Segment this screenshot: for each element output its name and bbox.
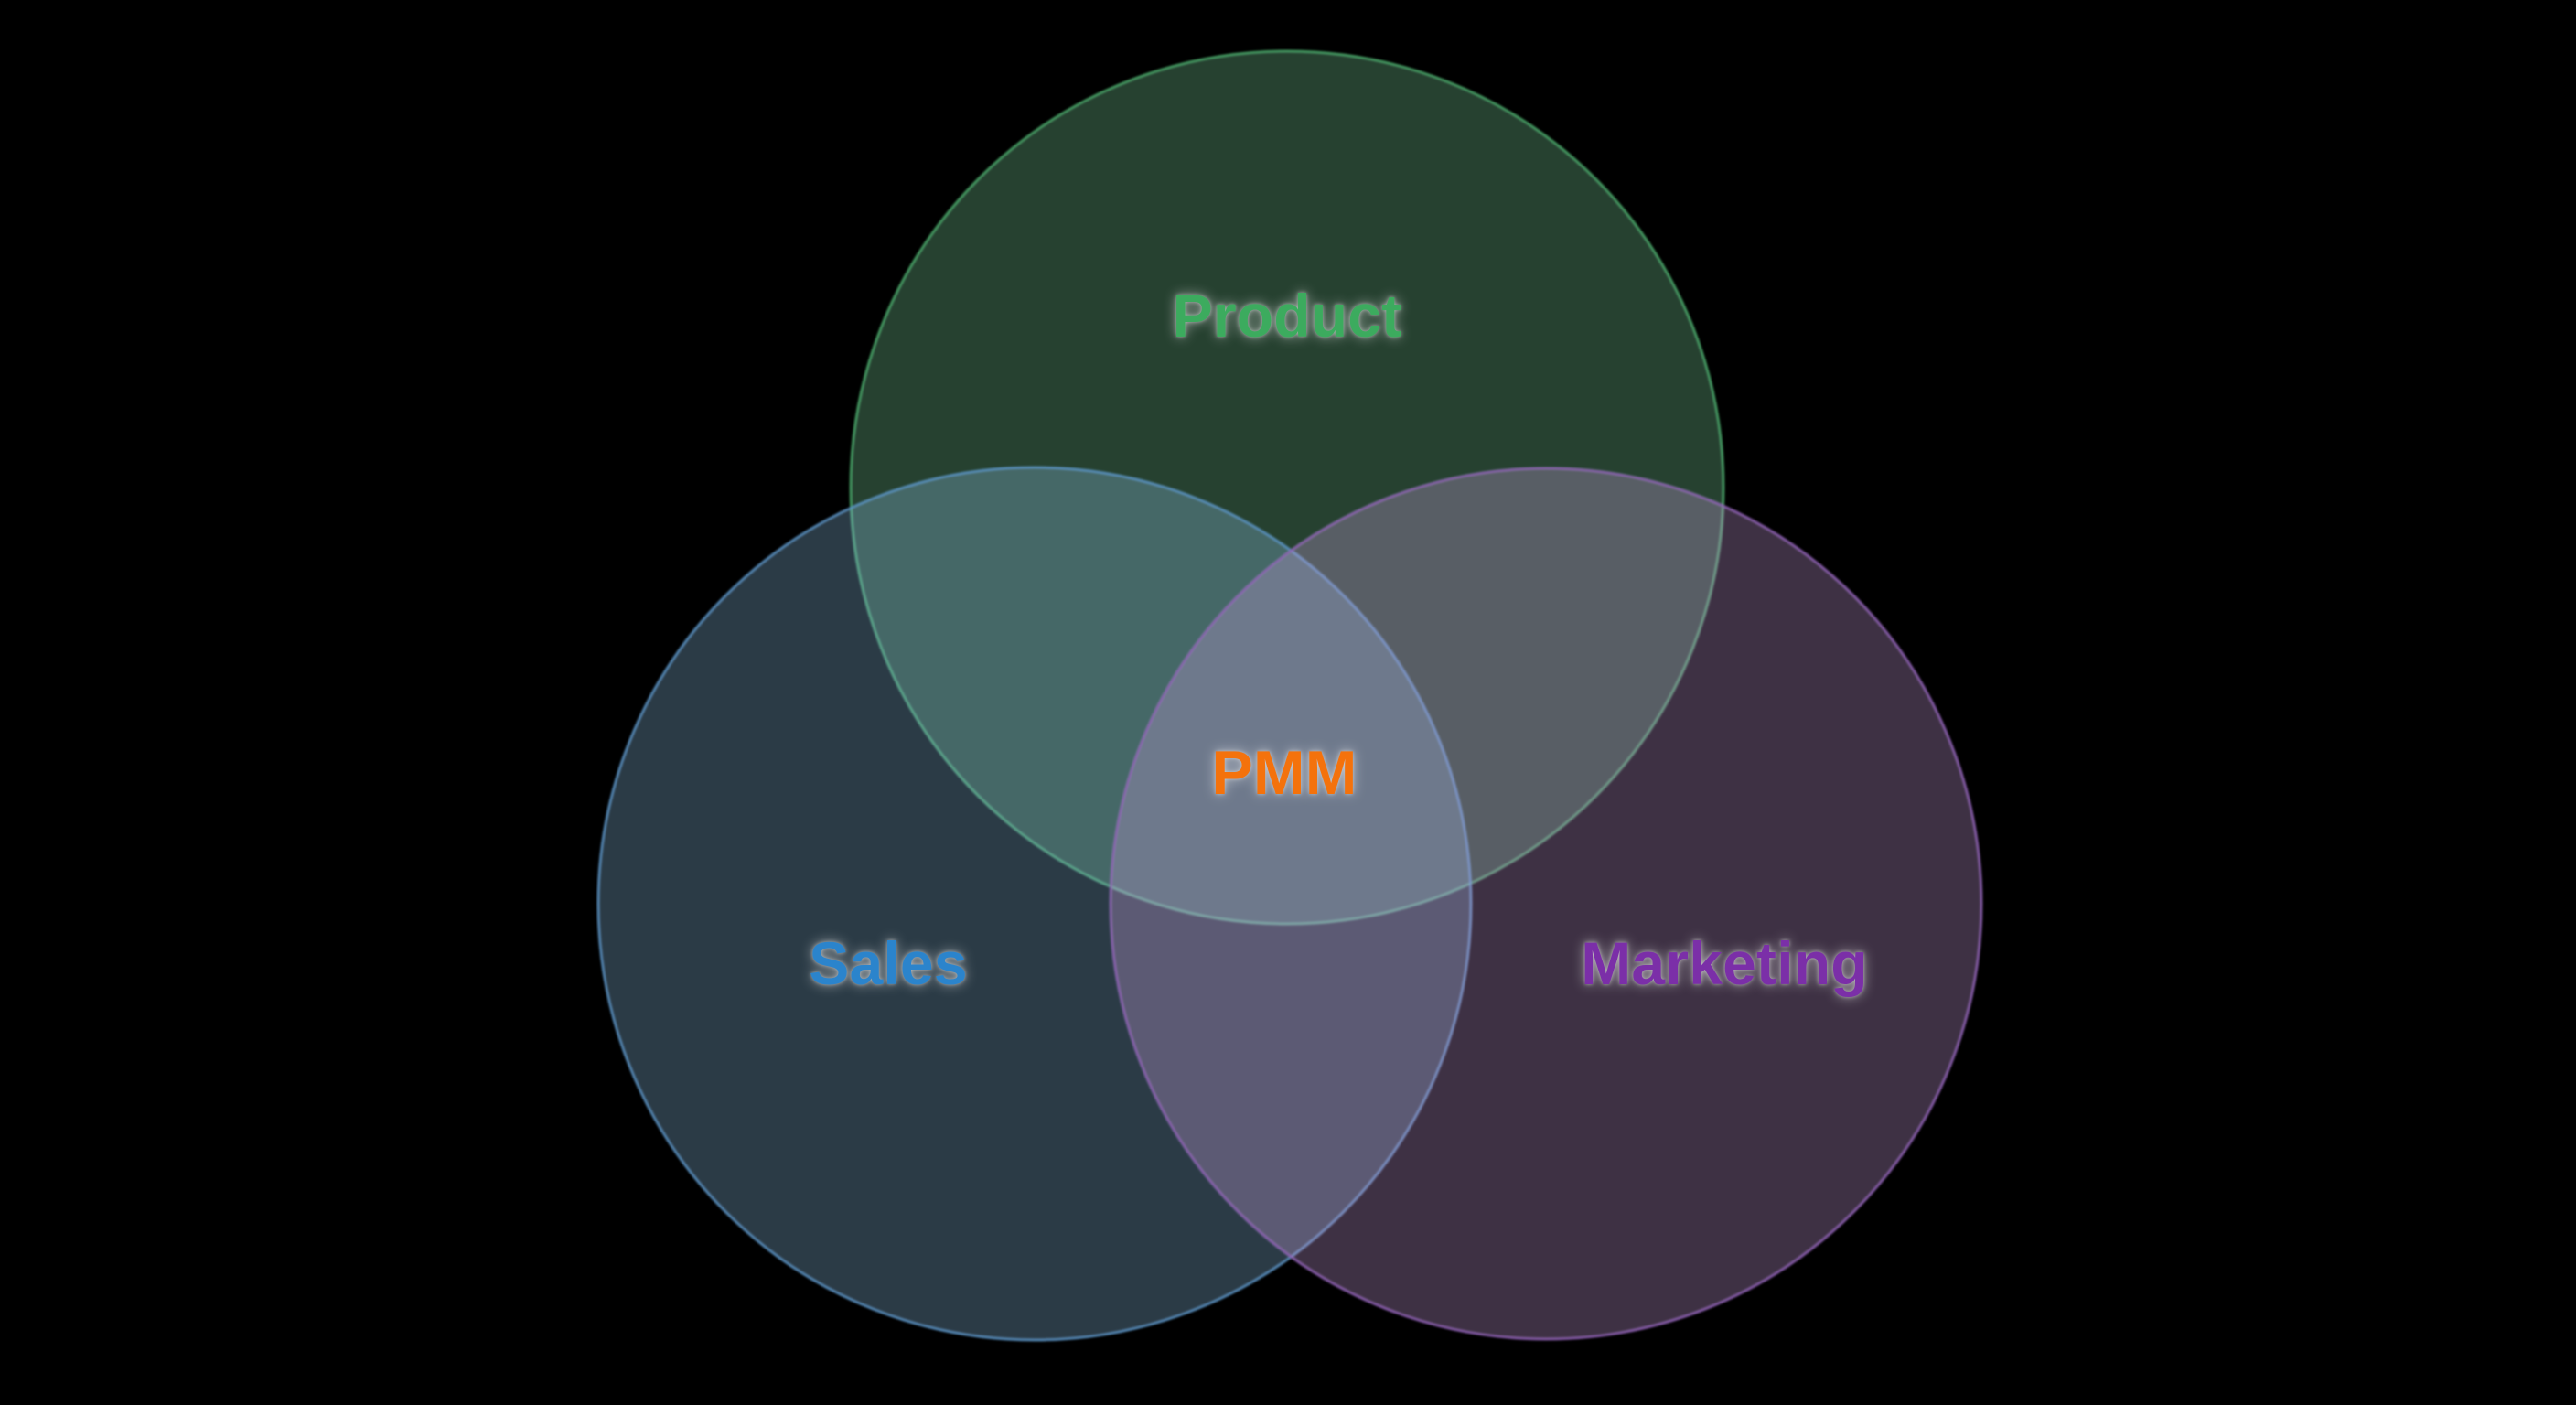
circle-marketing[interactable]	[1109, 467, 1983, 1341]
